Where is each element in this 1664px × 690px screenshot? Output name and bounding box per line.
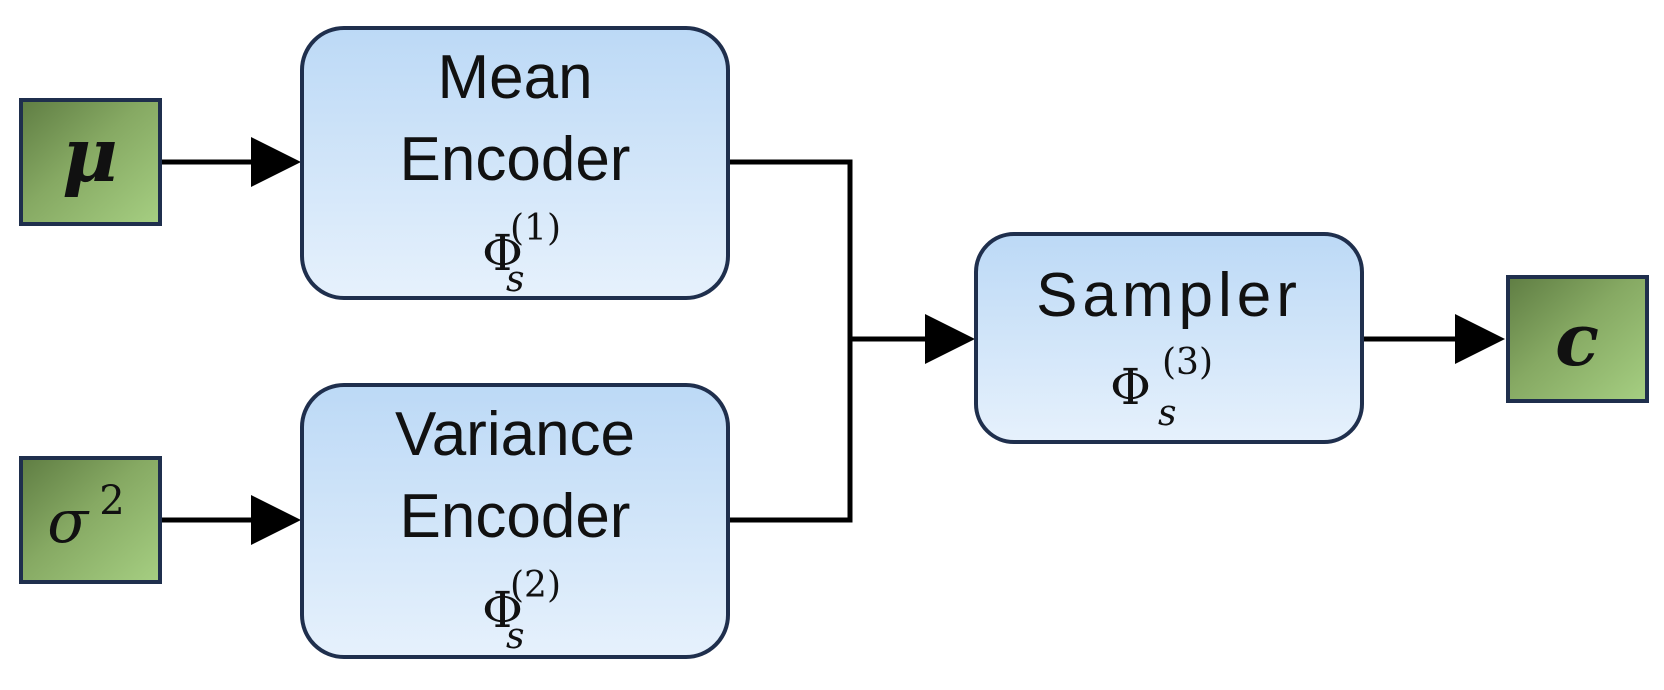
input-mu-box: [19, 98, 162, 226]
sampler-phi-label: Φ: [1110, 358, 1151, 416]
variance-encoder-phi-subscript: s: [506, 616, 524, 657]
phi-symbol: Φ: [482, 581, 523, 639]
input-mu: μ: [19, 98, 162, 226]
variance-encoder-box: [300, 383, 730, 659]
sampler-phi-subscript: s: [1158, 393, 1176, 434]
mean-encoder-block: Mean Encoder Φ s (1): [300, 26, 730, 300]
output-c-box: [1506, 275, 1649, 403]
line-variance-encoder-to-junction: [730, 338, 853, 523]
sigma-symbol: σ: [47, 487, 90, 557]
mean-encoder-phi-superscript: (1): [510, 208, 561, 249]
input-sigma-squared-label: σ 2: [47, 478, 125, 557]
sampler-title: Sampler: [1036, 261, 1302, 330]
sampler-box: [974, 232, 1364, 444]
variance-encoder-block: Variance Encoder Φ s (2): [300, 383, 730, 659]
line-mean-encoder-to-junction: [730, 159, 853, 340]
mean-encoder-box: [300, 26, 730, 300]
variance-encoder-title-line1: Variance: [395, 400, 635, 469]
phi-symbol: Φ: [482, 224, 523, 282]
variance-encoder-title-line2: Encoder: [400, 482, 631, 551]
variance-encoder-phi-superscript: (2): [510, 565, 561, 606]
connectors: [160, 137, 1505, 545]
mean-encoder-title-line2: Encoder: [400, 125, 631, 194]
input-sigma-squared-box: [19, 456, 162, 584]
sampler-phi-superscript: (3): [1162, 342, 1213, 383]
mean-encoder-phi-label: Φ: [482, 224, 523, 282]
phi-symbol: Φ: [1110, 358, 1151, 416]
mean-encoder-title-line1: Mean: [437, 43, 592, 112]
output-c: c: [1506, 275, 1649, 403]
mean-encoder-phi-subscript: s: [506, 259, 524, 300]
output-c-symbol: c: [1555, 297, 1599, 382]
variance-encoder-phi-label: Φ: [482, 581, 523, 639]
input-sigma-squared: σ 2: [19, 456, 162, 584]
sampler-block: Sampler Φ s (3): [974, 232, 1364, 444]
input-mu-symbol: μ: [62, 110, 118, 199]
sigma-exponent: 2: [99, 478, 124, 524]
